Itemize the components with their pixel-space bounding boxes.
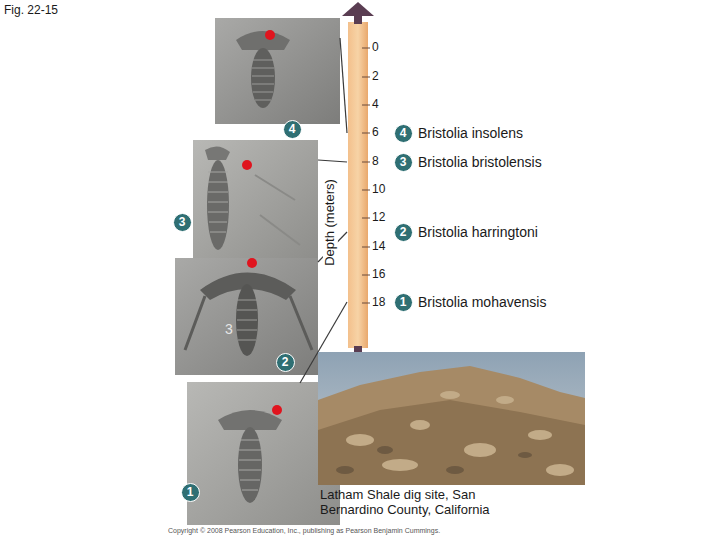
callout-number: 4 (400, 127, 407, 139)
callout-number: 3 (400, 156, 407, 168)
scale-callout: 3 (394, 153, 413, 172)
axis-title: Depth (meters) (323, 177, 338, 268)
scale-callout: 4 (394, 124, 413, 143)
depth-value: 12 (372, 211, 385, 225)
depth-value: 14 (372, 240, 385, 254)
fossil-photo (193, 140, 318, 258)
depth-value: 6 (372, 126, 379, 140)
depth-value: 2 (372, 70, 379, 84)
depth-value: 18 (372, 296, 385, 310)
depth-value: 4 (372, 98, 379, 112)
species-name: Bristolia insolens (418, 125, 523, 141)
callout-number: 1 (187, 486, 194, 498)
depth-value: 8 (372, 155, 379, 169)
photo-callout: 2 (276, 353, 295, 372)
callout-number: 1 (400, 296, 407, 308)
photo-callout: 4 (283, 120, 302, 139)
depth-value: 0 (372, 41, 379, 55)
scale-callout: 2 (394, 223, 413, 242)
fossil-photo (215, 18, 340, 124)
species-name: Bristolia bristolensis (418, 154, 542, 170)
photo-callout: 1 (181, 483, 200, 502)
species-name: Bristolia mohavensis (418, 294, 546, 310)
photo-callout: 3 (173, 213, 192, 232)
callout-number: 3 (179, 216, 186, 228)
callout-number: 2 (400, 226, 407, 238)
site-caption: Latham Shale dig site, San Bernardino Co… (320, 488, 530, 518)
scale-callout: 1 (394, 293, 413, 312)
figure-title: Fig. 22-15 (4, 4, 58, 18)
site-photo (318, 352, 585, 485)
copyright-note: Copyright © 2008 Pearson Education, Inc.… (168, 527, 440, 535)
depth-value: 16 (372, 268, 385, 282)
fossil-photo (187, 382, 340, 525)
species-name: Bristolia harringtoni (418, 224, 538, 240)
depth-column (342, 2, 374, 368)
faded-callout: 3 (225, 321, 233, 337)
callout-number: 4 (289, 123, 296, 135)
callout-number: 2 (282, 356, 289, 368)
leader-line (300, 38, 347, 383)
fossil-photo (175, 258, 318, 375)
depth-value: 10 (372, 183, 385, 197)
